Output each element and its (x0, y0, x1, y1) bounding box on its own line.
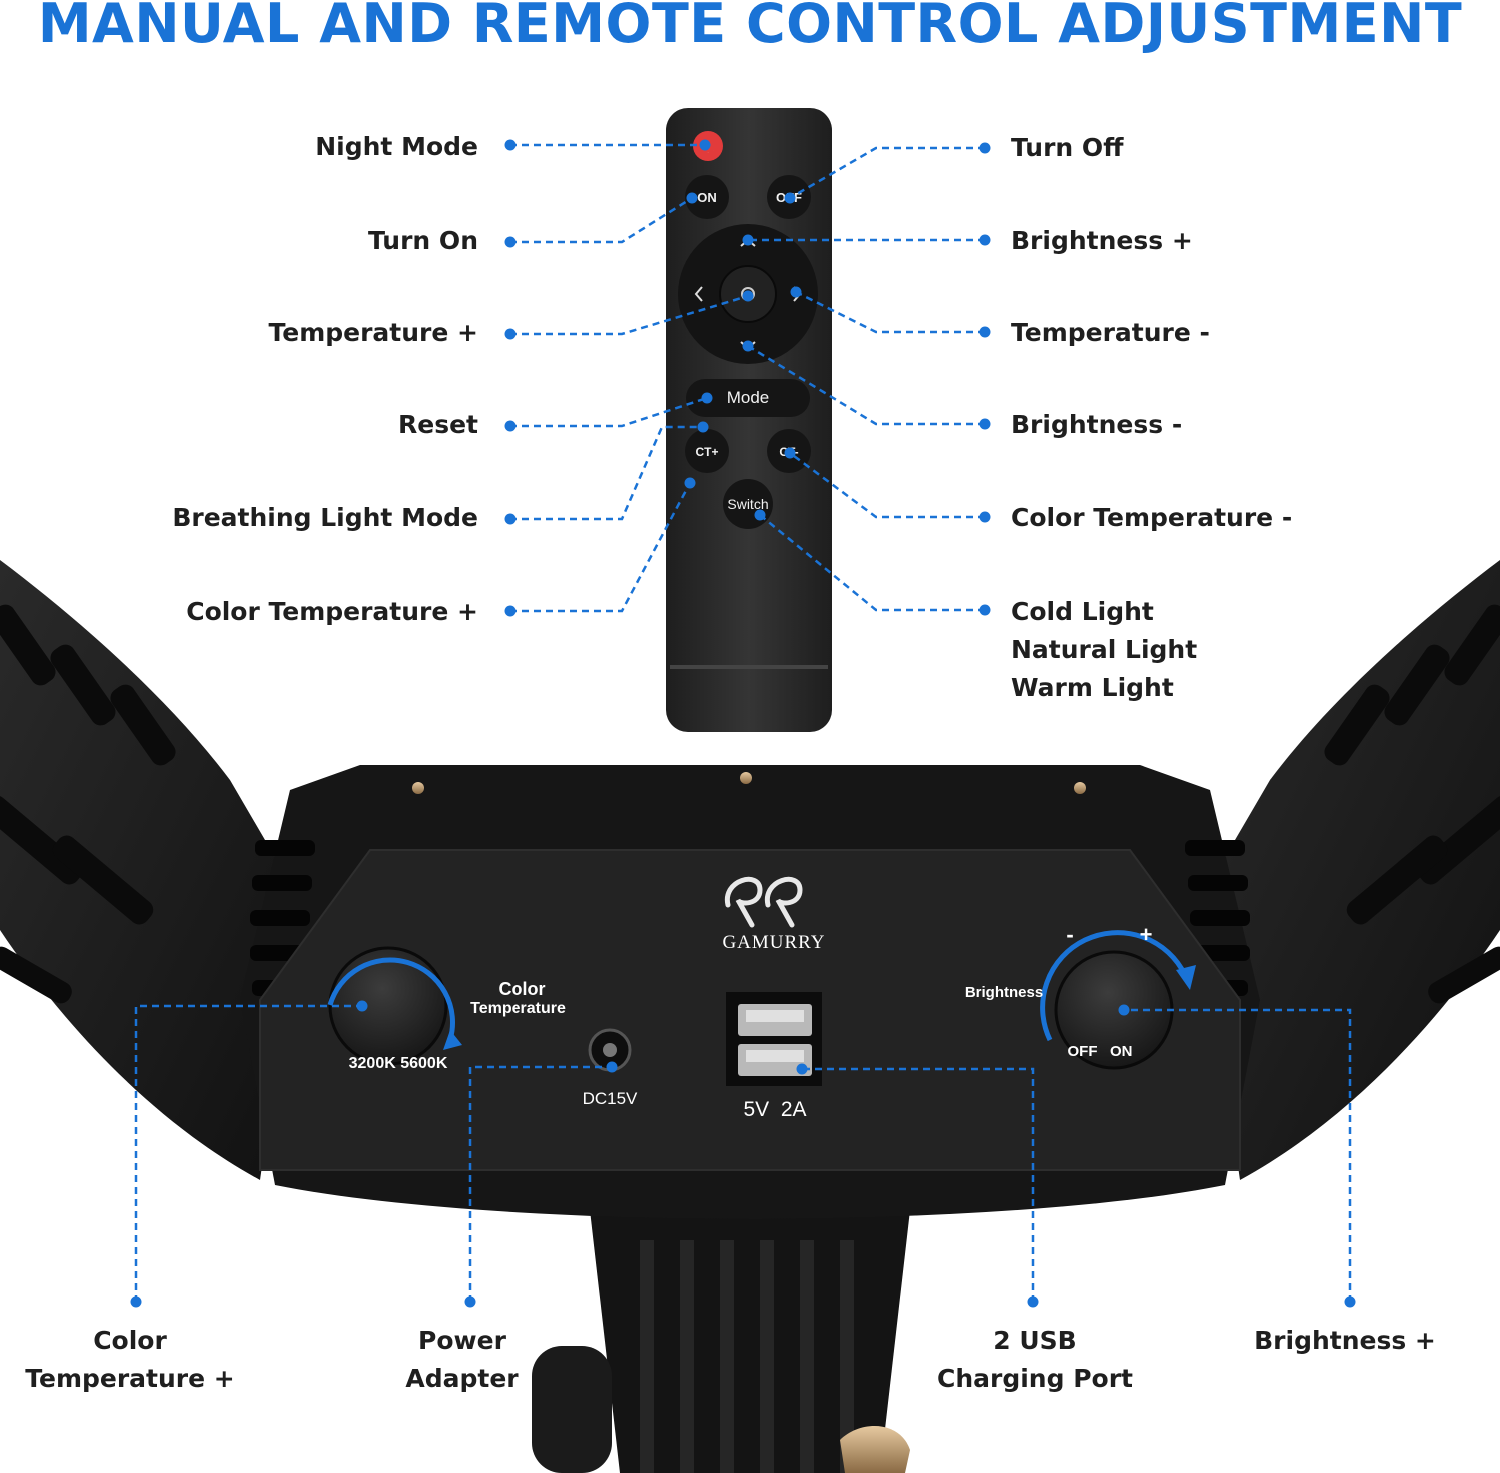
label-bottom-color-temperature-line2: Temperature + (25, 1364, 235, 1393)
rotate-arrow-icon (327, 957, 455, 1041)
label-cold-light: Cold Light (1011, 597, 1154, 626)
label-temperature-minus: Temperature - (1011, 318, 1210, 347)
ring-light: GAMURRY Color Temperature 3200K 5600K DC… (0, 560, 1500, 1473)
on-button-label: ON (697, 190, 717, 205)
mode-button[interactable] (686, 379, 810, 417)
label-brightness-minus: Brightness - (1011, 410, 1183, 439)
label-bottom-color-temperature: Color Temperature + (0, 1322, 260, 1398)
ring-left-ridges (0, 604, 176, 1004)
label-breathing-light-mode: Breathing Light Mode (172, 503, 478, 532)
mount-neck (590, 1210, 910, 1473)
label-temperature-plus: Temperature + (268, 318, 478, 347)
label-warm-light: Warm Light (1011, 673, 1174, 702)
label-bottom-power-adapter-line1: Power (418, 1326, 506, 1355)
label-brightness-plus: Brightness + (1011, 226, 1193, 255)
label-reset: Reset (398, 410, 478, 439)
chevron-left-icon (694, 286, 703, 302)
label-color-temperature-minus: Color Temperature - (1011, 503, 1293, 532)
label-bottom-brightness-line1: Brightness + (1254, 1326, 1436, 1355)
dc-label: DC15V (583, 1089, 638, 1108)
color-temperature-knob[interactable] (328, 946, 448, 1066)
knob-left-caption-line2: Temperature (470, 1000, 566, 1017)
on-button[interactable] (685, 175, 729, 219)
label-light-modes: Cold Light Natural Light Warm Light (1011, 593, 1197, 707)
label-bottom-usb-port-line1: 2 USB (993, 1326, 1077, 1355)
brand-logo-icon (724, 876, 803, 928)
knob-left-scale: 3200K 5600K (349, 1055, 448, 1072)
ring-right-ridges (1324, 604, 1500, 1004)
label-turn-on: Turn On (368, 226, 478, 255)
page-title: MANUAL AND REMOTE CONTROL ADJUSTMENT (37, 0, 1463, 55)
ct-plus-label: CT+ (695, 445, 718, 459)
ring-right-arm (1200, 560, 1500, 1180)
callout-lines (134, 143, 1352, 1302)
knob-left-caption-line1: Color (499, 979, 546, 999)
brand-name: GAMURRY (722, 932, 825, 953)
label-bottom-power-adapter-line2: Adapter (405, 1364, 519, 1393)
knob-right-plus: + (1140, 922, 1153, 947)
label-bottom-power-adapter: Power Adapter (362, 1322, 562, 1398)
label-bottom-brightness: Brightness + (1235, 1322, 1455, 1360)
ring-left-arm (0, 560, 300, 1180)
rotate-arrow-icon (1040, 930, 1188, 1042)
callout-dots (130, 139, 1356, 1308)
label-color-temperature-plus: Color Temperature + (186, 597, 478, 626)
label-bottom-usb-port-line2: Charging Port (937, 1364, 1133, 1393)
knob-right-scale: OFF ON (1068, 1043, 1133, 1060)
usb-label: 5V 2A (743, 1098, 806, 1121)
knob-right-minus: - (1066, 922, 1073, 947)
switch-button-label: Switch (727, 496, 768, 512)
label-turn-off: Turn Off (1011, 133, 1124, 162)
label-night-mode: Night Mode (315, 132, 478, 161)
knob-right-caption: Brightness (965, 984, 1043, 1001)
tripod-knob (532, 1346, 612, 1473)
label-bottom-usb-port: 2 USB Charging Port (905, 1322, 1165, 1398)
ct-plus-button[interactable] (685, 429, 729, 473)
label-natural-light: Natural Light (1011, 635, 1198, 664)
mode-button-label: Mode (727, 388, 770, 407)
label-bottom-color-temperature-line1: Color (93, 1326, 167, 1355)
